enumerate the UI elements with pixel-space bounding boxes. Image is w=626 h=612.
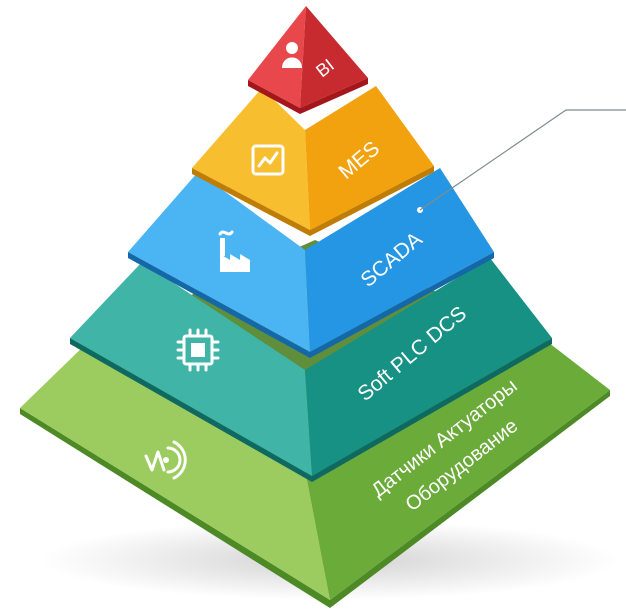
level-field-right-face xyxy=(305,336,610,600)
level-plc-right-face xyxy=(305,258,552,476)
level-bi-bottom-face xyxy=(248,78,368,114)
level-scada-left-face xyxy=(128,172,310,352)
user-icon xyxy=(282,42,302,68)
level-bi[interactable]: BI xyxy=(248,6,368,114)
level-mes-right-face xyxy=(305,86,434,230)
level-bi-left-face xyxy=(248,6,306,108)
level-mes-left-face xyxy=(192,88,310,230)
trend-chart-icon xyxy=(251,144,285,176)
callout-line xyxy=(419,109,626,211)
sensor-wave-icon xyxy=(144,440,187,480)
level-scada[interactable]: SCADA xyxy=(128,168,494,358)
factory-icon xyxy=(218,230,250,272)
level-mes[interactable]: MES xyxy=(192,86,434,236)
chip-icon xyxy=(176,328,220,372)
level-bi-right-face xyxy=(300,6,368,108)
level-plc[interactable]: Soft PLC DCS xyxy=(70,258,552,482)
level-scada-right-face xyxy=(305,168,494,352)
